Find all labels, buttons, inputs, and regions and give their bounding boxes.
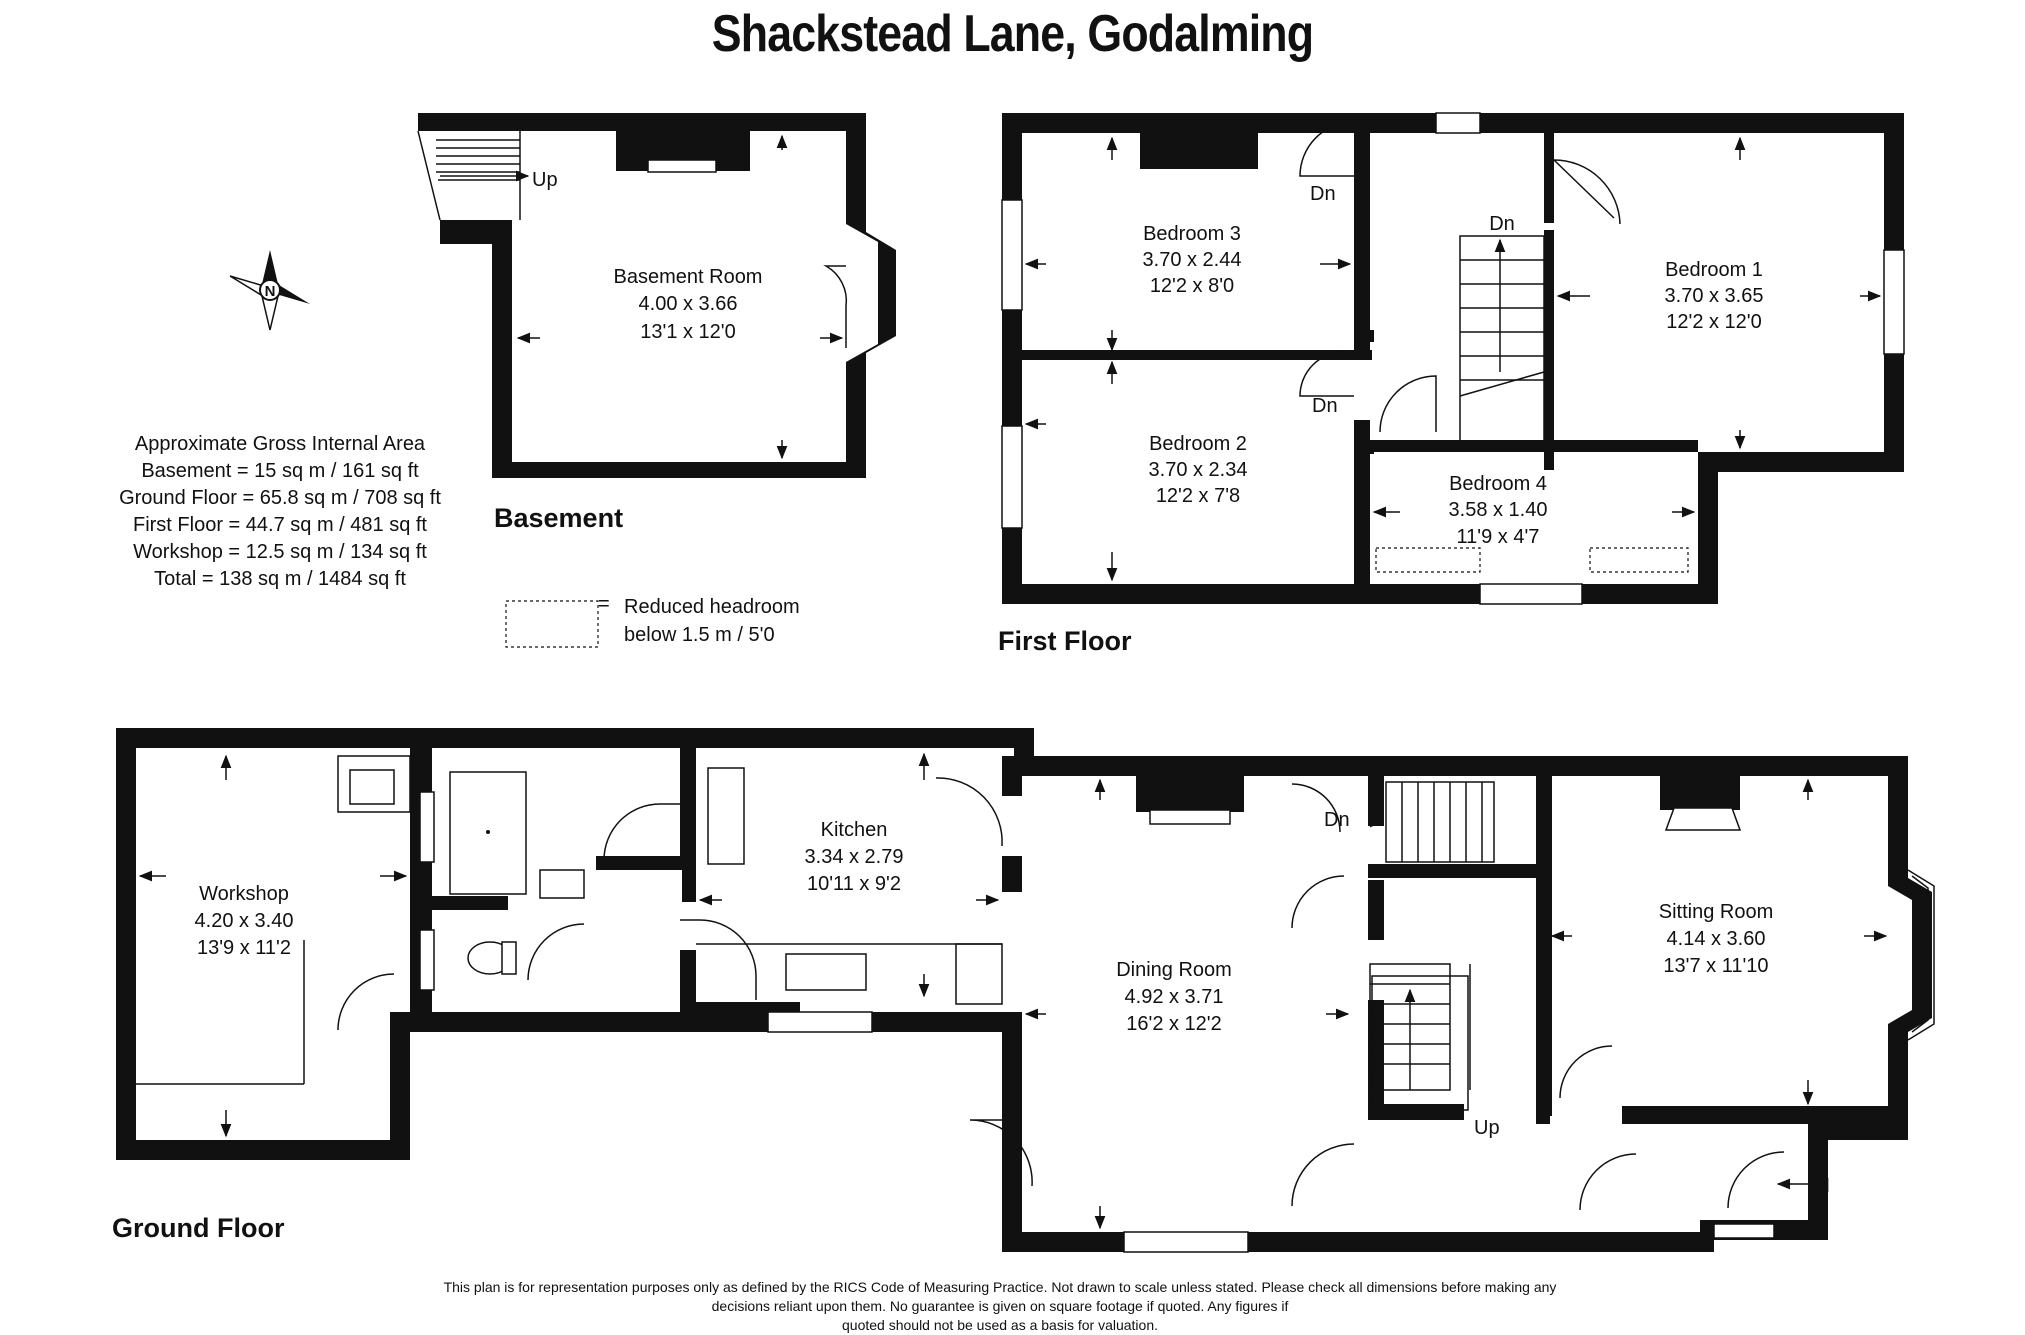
kitchen-imperial: 10'11 x 9'2: [807, 873, 901, 895]
plan-title: Shackstead Lane, Godalming: [711, 5, 1314, 63]
basement-stairs: [417, 130, 530, 221]
bedroom2-name: Bedroom 2: [1149, 433, 1247, 455]
disclaimer-line-2: decisions reliant upon them. No guarante…: [711, 1298, 1289, 1314]
workshop-imperial: 13'9 x 11'2: [197, 937, 291, 959]
compass-letter: N: [265, 283, 276, 300]
bedroom3-imperial: 12'2 x 8'0: [1150, 275, 1234, 297]
bedroom4-metric: 3.58 x 1.40: [1449, 499, 1548, 521]
area-first-floor: First Floor = 44.7 sq m / 481 sq ft: [132, 514, 427, 536]
dining-room-name: Dining Room: [1116, 959, 1232, 981]
entrance-label: IN: [1810, 1175, 1830, 1197]
first-floor-label: First Floor: [998, 626, 1132, 656]
area-total: Total = 138 sq m / 1484 sq ft: [154, 568, 406, 590]
area-ground-floor: Ground Floor = 65.8 sq m / 708 sq ft: [119, 487, 441, 509]
first-floor-plan: Dn Dn Dn Bedroom 3 3: [1001, 112, 1905, 605]
basement-room-name: Basement Room: [614, 266, 763, 288]
disclaimer-line-3: quoted should not be used as a basis for…: [842, 1317, 1158, 1333]
first-floor-stairs-dn: Dn: [1489, 213, 1515, 235]
dining-room-metric: 4.92 x 3.71: [1125, 986, 1224, 1008]
kitchen-name: Kitchen: [821, 819, 888, 841]
bedroom4-name: Bedroom 4: [1449, 473, 1547, 495]
first-floor-b2-dn: Dn: [1312, 395, 1338, 417]
reduced-headroom-legend-box: [505, 600, 599, 648]
bedroom4-imperial: 11'9 x 4'7: [1457, 526, 1540, 548]
legend-text: Reduced headroom below 1.5 m / 5'0: [624, 593, 800, 649]
ground-floor-stairs-dn: Dn: [1324, 809, 1350, 831]
basement-room-imperial: 13'1 x 12'0: [640, 321, 736, 343]
sitting-room-metric: 4.14 x 3.60: [1667, 928, 1766, 950]
gross-internal-area: Approximate Gross Internal Area Basement…: [90, 431, 470, 593]
bedroom2-metric: 3.70 x 2.34: [1149, 459, 1248, 481]
basement-room-metric: 4.00 x 3.66: [639, 293, 738, 315]
bedroom3-name: Bedroom 3: [1143, 223, 1241, 245]
area-heading: Approximate Gross Internal Area: [134, 433, 426, 455]
workshop-metric: 4.20 x 3.40: [195, 910, 294, 932]
bedroom1-name: Bedroom 1: [1665, 259, 1763, 281]
bedroom1-imperial: 12'2 x 12'0: [1666, 311, 1762, 333]
kitchen-metric: 3.34 x 2.79: [805, 846, 904, 868]
workshop-name: Workshop: [199, 883, 289, 905]
basement-label: Basement: [494, 503, 624, 533]
bedroom3-metric: 3.70 x 2.44: [1143, 249, 1242, 271]
bedroom2-imperial: 12'2 x 7'8: [1156, 485, 1240, 507]
ground-floor-stairs-up: Up: [1474, 1117, 1500, 1139]
disclaimer: This plan is for representation purposes…: [330, 1278, 1670, 1335]
area-workshop: Workshop = 12.5 sq m / 134 sq ft: [133, 541, 427, 563]
ground-floor-label: Ground Floor: [112, 1213, 285, 1243]
dining-room-imperial: 16'2 x 12'2: [1126, 1013, 1222, 1035]
ground-floor-plan: Dn Up IN Workshop 4.20 x 3.40 13'9 x 11'…: [116, 728, 1935, 1253]
legend-line-2: below 1.5 m / 5'0: [624, 624, 775, 646]
basement-stairs-up: Up: [532, 169, 558, 191]
sitting-room-name: Sitting Room: [1659, 901, 1774, 923]
legend-line-1: Reduced headroom: [624, 596, 800, 618]
basement-plan: Up Basement Room 4.00 x 3.66 13'1 x 12'0: [417, 113, 896, 478]
sitting-room-imperial: 13'7 x 11'10: [1663, 955, 1768, 977]
area-basement: Basement = 15 sq m / 161 sq ft: [141, 460, 419, 482]
first-floor-stairs: [1459, 235, 1545, 447]
disclaimer-line-1: This plan is for representation purposes…: [443, 1279, 1557, 1295]
basement-walls: [418, 113, 896, 478]
ground-floor-stairs: [1369, 781, 1495, 1111]
first-floor-b3-dn: Dn: [1310, 183, 1336, 205]
bedroom1-metric: 3.70 x 3.65: [1665, 285, 1764, 307]
compass-icon: N: [229, 250, 310, 331]
legend-equals: =: [598, 593, 610, 615]
